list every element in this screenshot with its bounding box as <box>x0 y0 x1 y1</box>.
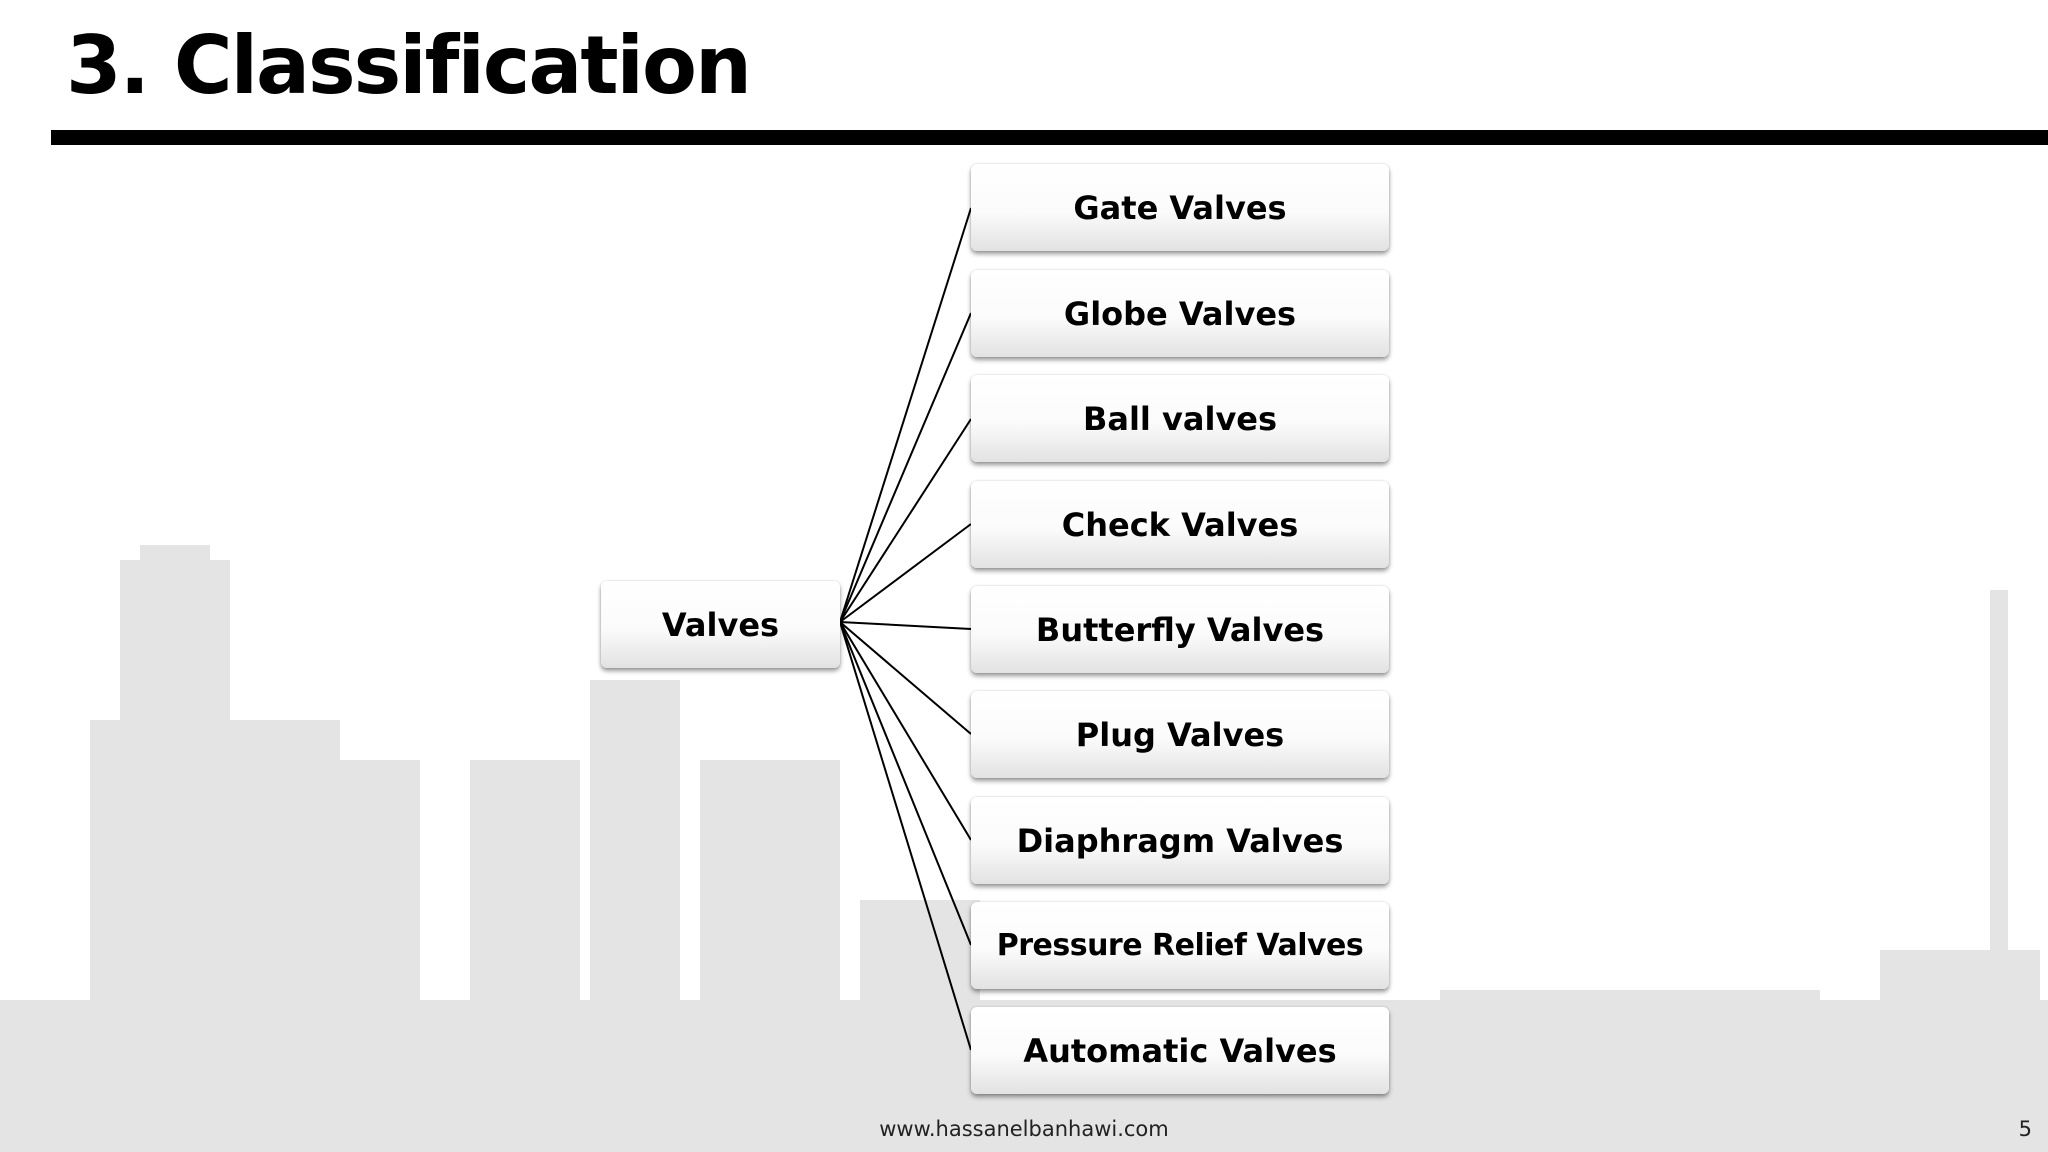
connector-automatic-valves <box>839 621 972 1051</box>
connector-pressure-relief-valves <box>839 621 972 946</box>
connector-gate-valves <box>839 207 972 623</box>
node-check-valves: Check Valves <box>971 481 1389 568</box>
slide-title: 3. Classification <box>66 19 752 112</box>
connector-globe-valves <box>839 312 972 623</box>
node-diaphragm-valves: Diaphragm Valves <box>971 797 1389 884</box>
footer-website-url: www.hassanelbanhawi.com <box>879 1117 1169 1141</box>
node-ball-valves: Ball valves <box>971 375 1389 462</box>
page-number: 5 <box>2018 1117 2032 1141</box>
connector-diaphragm-valves <box>839 621 972 841</box>
node-gate-valves: Gate Valves <box>971 164 1389 251</box>
title-underline-rule <box>51 130 2048 145</box>
connector-butterfly-valves <box>839 621 972 630</box>
connector-plug-valves <box>839 621 972 735</box>
root-node-valves: Valves <box>601 581 840 668</box>
node-globe-valves: Globe Valves <box>971 270 1389 357</box>
node-butterfly-valves: Butterfly Valves <box>971 586 1389 673</box>
connector-check-valves <box>839 523 972 623</box>
node-pressure-relief-valves: Pressure Relief Valves <box>971 902 1389 989</box>
node-automatic-valves: Automatic Valves <box>971 1007 1389 1094</box>
connector-ball-valves <box>839 418 972 623</box>
node-plug-valves: Plug Valves <box>971 691 1389 778</box>
